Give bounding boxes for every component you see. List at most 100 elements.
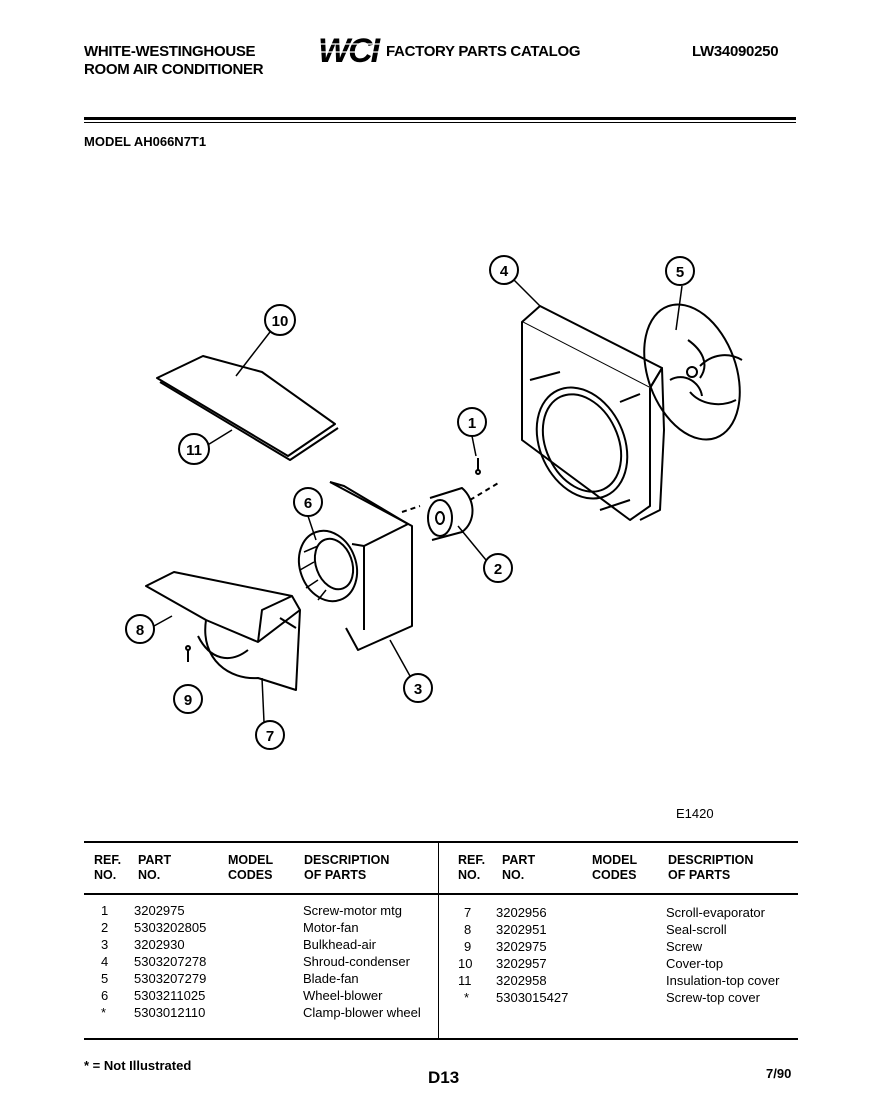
scroll-screw-part <box>185 645 191 662</box>
header-rule-thin <box>84 122 796 123</box>
description-column: Screw-motor mtg Motor-fan Bulkhead-air S… <box>303 902 437 1020</box>
table-cell-part: 3202975 <box>134 903 185 918</box>
table-cell-part: 3202958 <box>496 973 547 988</box>
model-number: MODEL AH066N7T1 <box>84 134 207 149</box>
part-no-column-right: 3202956 3202951 3202975 3202957 3202958 … <box>496 904 596 1005</box>
table-header-rule <box>84 893 798 895</box>
header-ref-no-right: REF.NO. <box>458 853 486 882</box>
brand-name: WHITE-WESTINGHOUSE ROOM AIR CONDITIONER <box>84 43 264 79</box>
table-cell-desc: Screw <box>666 939 703 954</box>
header-ref-no: REF.NO. <box>94 853 122 882</box>
callout-1: 1 <box>457 407 487 437</box>
table-cell-desc: Shroud-condenser <box>303 954 410 969</box>
svg-text:6: 6 <box>304 495 312 512</box>
table-cell-desc: Wheel-blower <box>303 988 383 1003</box>
table-cell-ref: 5 <box>101 971 109 986</box>
table-cell-part: 3202975 <box>496 939 547 954</box>
condenser-shroud-part <box>521 305 665 521</box>
table-cell-part: 3202956 <box>496 905 547 920</box>
table-cell-ref: 1 <box>101 903 109 918</box>
table-cell-desc: Scroll-evaporator <box>666 905 765 920</box>
fan-motor-part <box>401 481 501 541</box>
page-code: D13 <box>428 1068 460 1087</box>
table-cell-ref: 9 <box>464 939 472 954</box>
wci-logo: WCI <box>318 32 384 71</box>
blower-wheel-part <box>297 529 359 603</box>
table-bottom-rule <box>84 1038 798 1040</box>
description-column-right: Scroll-evaporator Seal-scroll Screw Cove… <box>666 904 796 1005</box>
brand-line-1: WHITE-WESTINGHOUSE <box>84 43 256 60</box>
not-illustrated-note: * = Not Illustrated <box>84 1058 192 1073</box>
table-cell-ref: 3 <box>101 937 109 952</box>
table-cell-desc: Cover-top <box>666 956 724 971</box>
table-cell-ref: * <box>464 990 470 1005</box>
svg-text:11: 11 <box>186 442 202 459</box>
table-cell-part: 3202957 <box>496 956 547 971</box>
table-cell-desc: Insulation-top cover <box>666 973 780 988</box>
ref-column-right: 7 8 9 10 11 * <box>458 904 486 1005</box>
table-cell-ref: 6 <box>101 988 109 1003</box>
part-no-column: 3202975 5303202805 3202930 5303207278 53… <box>134 902 234 1020</box>
wci-logo-text: WCI <box>318 32 382 66</box>
callout-7: 7 <box>255 720 285 750</box>
revision-date: 7/90 <box>766 1066 792 1081</box>
callout-4: 4 <box>489 255 519 285</box>
table-cell-part: 5303211025 <box>134 988 206 1003</box>
brand-line-2: ROOM AIR CONDITIONER <box>84 61 264 78</box>
callout-11: 11 <box>178 433 210 465</box>
table-top-rule <box>84 841 798 843</box>
motor-screw-part <box>475 458 481 475</box>
table-cell-desc: Blade-fan <box>303 971 359 986</box>
table-cell-part: 3202951 <box>496 922 547 937</box>
header-rule-thick <box>84 117 796 120</box>
table-cell-part: 5303012110 <box>134 1005 206 1020</box>
catalog-number: LW34090250 <box>692 43 779 60</box>
table-cell-desc: Screw-top cover <box>666 990 760 1005</box>
table-cell-part: 5303207278 <box>134 954 207 969</box>
svg-text:9: 9 <box>184 692 192 709</box>
svg-text:1: 1 <box>468 415 476 432</box>
callout-2: 2 <box>483 553 513 583</box>
figure-code: E1420 <box>676 806 714 821</box>
exploded-parts-diagram: 1 2 3 4 5 6 7 8 9 10 11 <box>125 255 743 750</box>
table-cell-desc: Motor-fan <box>303 920 359 935</box>
callout-5: 5 <box>665 256 695 286</box>
table-cell-part: 5303202805 <box>134 920 207 935</box>
table-cell-desc: Screw-motor mtg <box>303 903 402 918</box>
evaporator-scroll-part <box>145 571 301 691</box>
leader-lines <box>153 279 683 723</box>
callout-bubbles: 1 2 3 4 5 6 7 8 9 10 11 <box>125 255 695 750</box>
table-cell-ref: 10 <box>458 956 473 971</box>
table-cell-desc: Bulkhead-air <box>303 937 376 952</box>
fan-blade-part <box>643 303 743 441</box>
bulkhead-part <box>329 481 413 651</box>
callout-9: 9 <box>173 684 203 714</box>
svg-text:4: 4 <box>500 263 509 280</box>
table-cell-ref: * <box>101 1005 107 1020</box>
table-cell-desc: Seal-scroll <box>666 922 727 937</box>
callout-3: 3 <box>403 673 433 703</box>
top-cover-part <box>156 355 339 461</box>
table-cell-desc: Clamp-blower wheel <box>303 1005 421 1020</box>
svg-text:10: 10 <box>272 313 289 330</box>
table-cell-ref: 11 <box>458 973 472 988</box>
catalog-title: FACTORY PARTS CATALOG <box>386 43 581 60</box>
table-cell-part: 3202930 <box>134 937 185 952</box>
table-center-divider <box>438 843 439 1039</box>
svg-text:7: 7 <box>266 728 274 745</box>
callout-10: 10 <box>264 304 296 336</box>
table-cell-ref: 4 <box>101 954 109 969</box>
table-cell-ref: 8 <box>464 922 472 937</box>
ref-column: 1 2 3 4 5 6 * <box>101 902 121 1020</box>
svg-text:8: 8 <box>136 622 144 639</box>
table-cell-ref: 2 <box>101 920 109 935</box>
table-cell-part: 5303015427 <box>496 990 569 1005</box>
svg-text:3: 3 <box>414 681 422 698</box>
svg-text:2: 2 <box>494 561 502 578</box>
